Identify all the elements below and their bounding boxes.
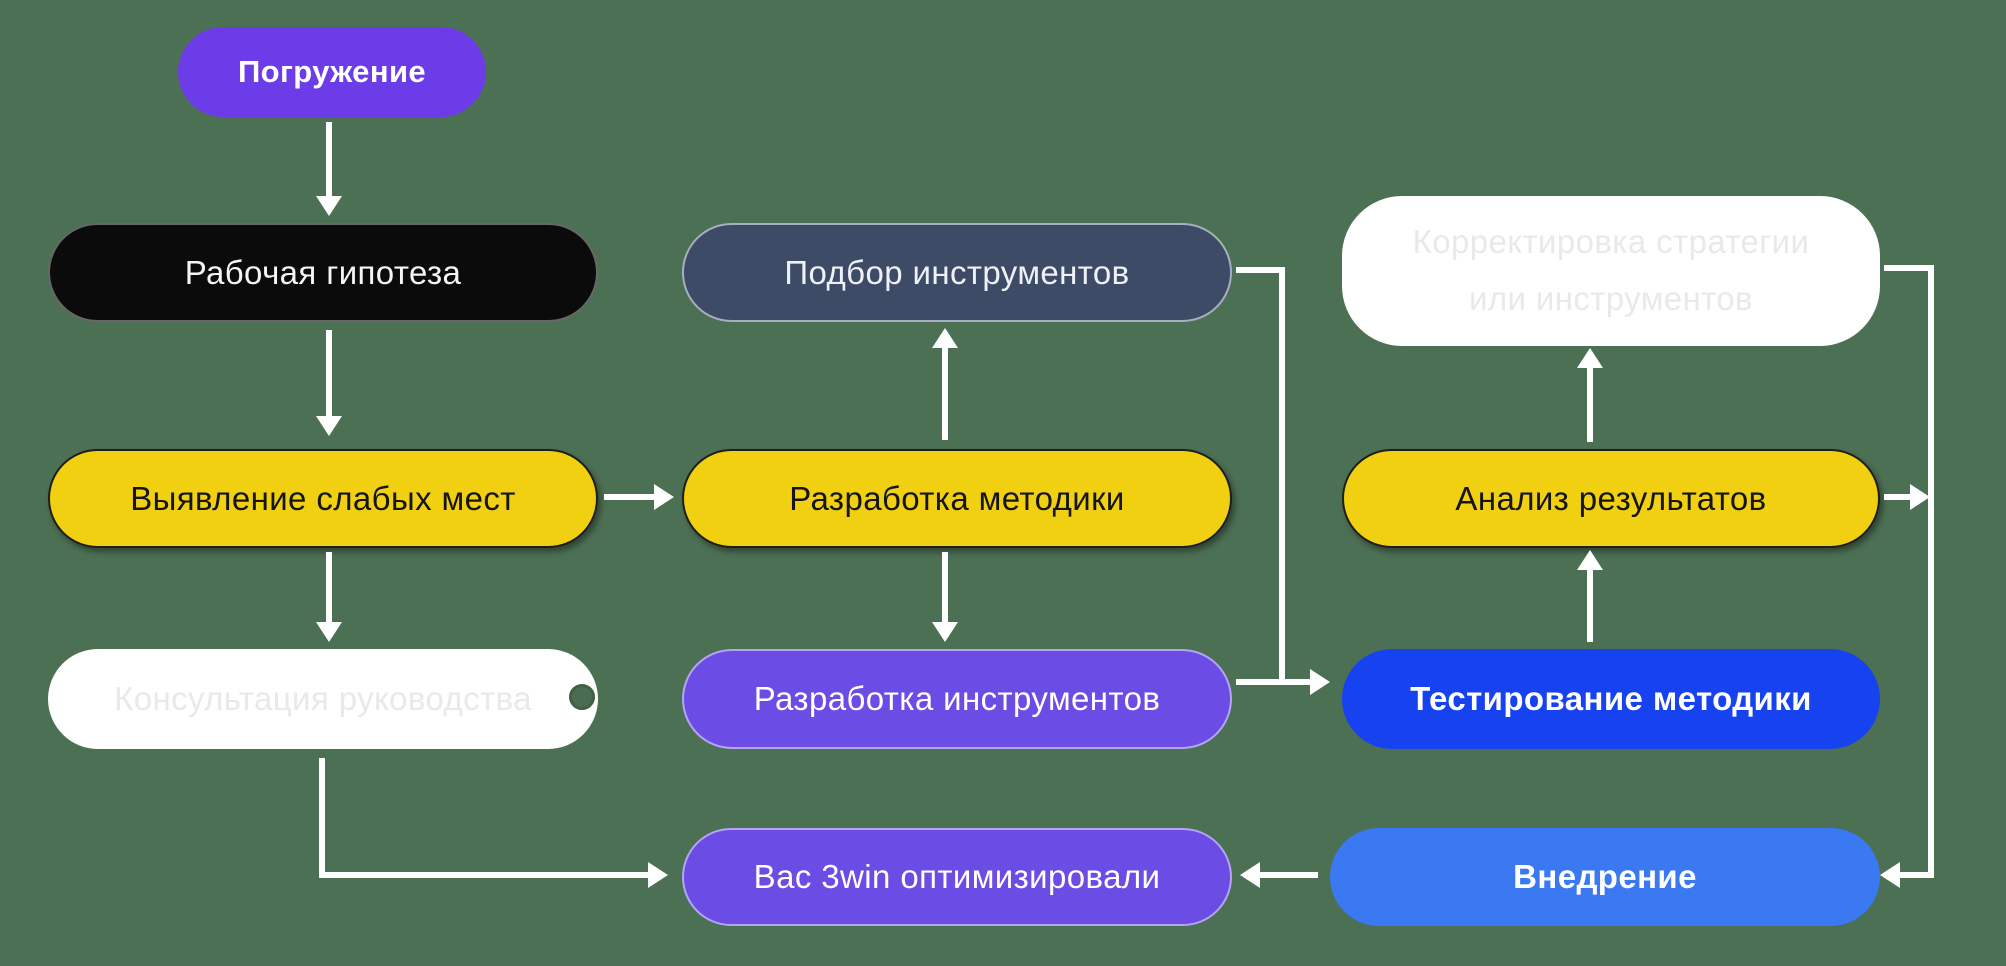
node-working-hypothesis: Рабочая гипотеза [48, 223, 598, 322]
arrow-methodology-to-tool-selection [942, 348, 948, 440]
arrowhead-left-icon [1240, 862, 1260, 888]
node-methodology-testing-label: Тестирование методики [1410, 680, 1812, 717]
arrow-methodology-to-tools-development [942, 552, 948, 624]
arrowhead-right-icon [648, 862, 668, 888]
node-tools-development: Разработка инструментов [682, 649, 1232, 749]
node-3win-optimized-label: Вас 3win оптимизировали [753, 858, 1161, 895]
arrow-into-implementation [1898, 872, 1934, 878]
node-management-consultation: Консультация руководства [48, 649, 598, 749]
arrow-weak-points-to-consultation [326, 552, 332, 624]
node-working-hypothesis-label: Рабочая гипотеза [184, 253, 462, 291]
arrowhead-down-icon [316, 622, 342, 642]
arrowhead-left-icon [1880, 862, 1900, 888]
node-management-consultation-label: Консультация руководства [114, 680, 532, 717]
arrow-immersion-to-hypothesis [326, 122, 332, 198]
node-implementation: Внедрение [1330, 828, 1880, 926]
arrowhead-right-icon [1910, 484, 1930, 510]
node-tools-development-label: Разработка инструментов [753, 680, 1161, 717]
arrowhead-right-icon [1310, 669, 1330, 695]
arrowhead-right-icon [654, 484, 674, 510]
node-tool-selection: Подбор инструментов [682, 223, 1232, 322]
arrow-weak-points-to-methodology [604, 494, 656, 500]
arrow-tools-development-to-testing [1236, 679, 1314, 685]
node-immersion-label: Погружение [237, 54, 427, 89]
arrowhead-up-icon [1577, 550, 1603, 570]
node-weak-points: Выявление слабых мест [48, 449, 598, 548]
node-tool-selection-label: Подбор инструментов [784, 253, 1130, 291]
connector-tool-selection-out [1236, 267, 1285, 273]
node-implementation-label: Внедрение [1513, 858, 1697, 895]
node-3win-optimized: Вас 3win оптимизировали [682, 828, 1232, 926]
connector-tool-selection-down [1279, 267, 1285, 685]
arrow-implementation-to-optimized [1258, 872, 1318, 878]
arrow-hypothesis-to-weak-points [326, 330, 332, 418]
arrow-analysis-to-merge [1884, 494, 1914, 500]
arrow-testing-to-analysis [1587, 570, 1593, 642]
node-methodology-development: Разработка методики [682, 449, 1232, 548]
node-results-analysis-label: Анализ результатов [1455, 479, 1767, 517]
node-weak-points-label: Выявление слабых мест [130, 479, 516, 517]
node-strategy-adjustment-line2: или инструментов [1469, 280, 1753, 317]
arrowhead-up-icon [932, 328, 958, 348]
node-methodology-development-label: Разработка методики [789, 479, 1125, 517]
arrow-analysis-to-adjustment [1587, 368, 1593, 442]
node-methodology-testing: Тестирование методики [1342, 649, 1880, 749]
arrowhead-down-icon [316, 196, 342, 216]
node-strategy-adjustment-line1: Корректировка стратегии [1412, 223, 1810, 261]
node-strategy-adjustment: Корректировка стратегии или инструментов [1342, 196, 1880, 346]
connector-adjustment-out [1884, 265, 1934, 271]
node-immersion: Погружение [178, 27, 486, 117]
arrowhead-down-icon [932, 622, 958, 642]
node-results-analysis: Анализ результатов [1342, 449, 1880, 548]
arrowhead-down-icon [316, 416, 342, 436]
arrowhead-up-icon [1577, 348, 1603, 368]
arrow-consultation-to-optimized-vertical [319, 758, 325, 878]
connector-adjustment-down [1928, 265, 1934, 878]
arrow-consultation-to-optimized-horizontal [319, 872, 651, 878]
connector-dot [569, 684, 595, 710]
